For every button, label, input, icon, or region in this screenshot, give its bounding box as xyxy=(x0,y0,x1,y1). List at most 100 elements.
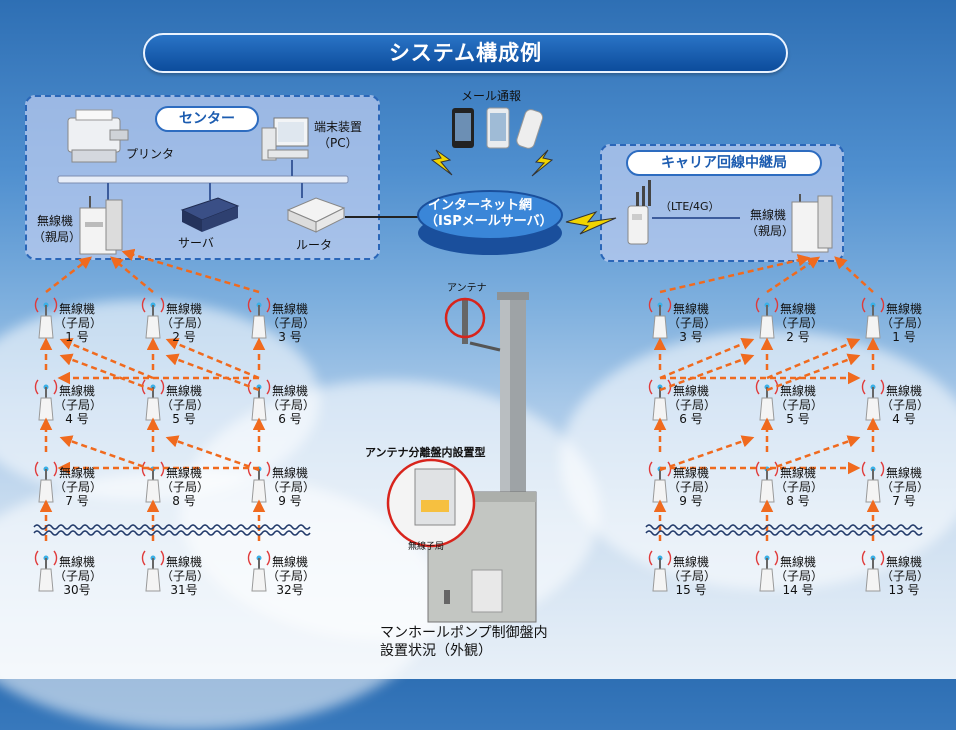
server-label: サーバ xyxy=(178,236,214,250)
unit-label-line2: （子局） xyxy=(881,316,930,330)
unit-number: 4 号 xyxy=(65,412,89,426)
internet-label-line1: インターネット網 xyxy=(428,198,533,213)
unit-label-line2: （子局） xyxy=(668,480,717,494)
lte-label: （LTE/4G） xyxy=(660,200,720,213)
unit-label-line1: 無線機 xyxy=(165,302,202,316)
wavy-separator-right xyxy=(645,524,923,530)
unit-number: 5 号 xyxy=(172,412,196,426)
unit-label-line1: 無線機 xyxy=(58,466,95,480)
unit-label-line2: （子局） xyxy=(54,316,103,330)
unit-number: 13 号 xyxy=(888,583,920,597)
unit-number: 5 号 xyxy=(786,412,810,426)
unit-label-line2: （子局） xyxy=(668,569,717,583)
unit-number: 2 号 xyxy=(172,330,196,344)
unit-label: 無線機（子局）5 号 xyxy=(161,384,209,426)
unit-label-line2: （子局） xyxy=(775,398,824,412)
antenna-label: アンテナ xyxy=(447,283,487,294)
right-unit-icon xyxy=(648,297,672,339)
antenna-highlight-circle xyxy=(444,297,486,339)
unit-label-line1: 無線機 xyxy=(885,555,922,569)
right-unit-icon xyxy=(648,461,672,503)
unit-label-line1: 無線機 xyxy=(779,384,816,398)
unit-number: 1 号 xyxy=(65,330,89,344)
unit-label: 無線機（子局）32号 xyxy=(267,555,316,597)
arrow xyxy=(766,256,821,294)
right-unit-icon xyxy=(755,461,779,503)
unit-number: 7 号 xyxy=(65,494,89,508)
unit-number: 9 号 xyxy=(278,494,302,508)
right-unit-icon xyxy=(861,550,885,592)
unit-label: 無線機（子局）9 号 xyxy=(668,466,717,508)
carrier-master-radio-icon xyxy=(791,194,833,253)
unit-number: 6 号 xyxy=(278,412,302,426)
arrow xyxy=(659,435,755,472)
unit-label-line1: 無線機 xyxy=(885,384,922,398)
arrow xyxy=(165,353,260,392)
wavy-separator-left xyxy=(33,524,311,530)
arrow xyxy=(165,338,260,380)
left-unit-icon xyxy=(34,550,58,592)
unit-label-line2: （子局） xyxy=(668,398,717,412)
unit-label: 無線機（子局）5 号 xyxy=(775,384,824,426)
left-unit-icon xyxy=(141,550,165,592)
unit-label: 無線機（子局）13 号 xyxy=(881,555,929,597)
unit-number: 6 号 xyxy=(679,412,703,426)
arrow xyxy=(165,435,260,472)
router-icon xyxy=(286,197,346,233)
photo-caption-line2: 設置状況（外観） xyxy=(380,643,492,659)
server-icon xyxy=(180,197,240,232)
terminal-label-line1: 端末装置 xyxy=(314,120,363,134)
unit-label-line2: （子局） xyxy=(267,569,316,583)
center-master-radio-icon xyxy=(79,196,123,255)
center-master-label-line2: （親局） xyxy=(33,230,82,244)
arrow xyxy=(766,338,861,380)
unit-label-line1: 無線機 xyxy=(779,555,816,569)
mail-notice-label: メール通報 xyxy=(461,89,522,103)
unit-label-line1: 無線機 xyxy=(672,384,709,398)
unit-label-line1: 無線機 xyxy=(672,466,709,480)
unit-label-line2: （子局） xyxy=(881,480,930,494)
center-master-label-line1: 無線機 xyxy=(37,214,74,228)
unit-label-line1: 無線機 xyxy=(885,466,922,480)
right-unit-icon xyxy=(861,379,885,421)
unit-number: 1 号 xyxy=(892,330,916,344)
unit-label-line1: 無線機 xyxy=(672,555,709,569)
center-title: センター xyxy=(155,106,259,132)
lan-bus xyxy=(57,175,349,184)
unit-label-line1: 無線機 xyxy=(271,466,308,480)
arrow xyxy=(110,256,154,293)
unit-number: 8 号 xyxy=(786,494,810,508)
unit-label-line1: 無線機 xyxy=(165,384,202,398)
unit-number: 14 号 xyxy=(782,583,814,597)
unit-label-line2: （子局） xyxy=(775,569,824,583)
unit-label-line2: （子局） xyxy=(161,316,210,330)
unit-label-line1: 無線機 xyxy=(885,302,922,316)
carrier-master-label-line1: 無線機 xyxy=(750,208,787,222)
flip-phone-icon xyxy=(516,109,544,149)
unit-number: 32号 xyxy=(276,583,304,597)
unit-number: 9 号 xyxy=(679,494,703,508)
unit-label-line2: （子局） xyxy=(161,569,210,583)
unit-label: 無線機（子局）8 号 xyxy=(161,466,209,508)
unit-label-line2: （子局） xyxy=(267,398,316,412)
inset-title: アンテナ分離盤内設置型 xyxy=(365,446,486,459)
arrow xyxy=(834,256,874,293)
pole-icon xyxy=(462,292,529,492)
unit-label: 無線機（子局）31号 xyxy=(161,555,210,597)
smartphone-icon-1 xyxy=(452,108,474,148)
unit-label: 無線機（子局）6 号 xyxy=(267,384,316,426)
left-unit-icon xyxy=(247,550,271,592)
unit-label: 無線機（子局）2 号 xyxy=(775,302,823,344)
unit-label-line1: 無線機 xyxy=(165,466,202,480)
unit-number: 31号 xyxy=(170,583,198,597)
unit-label: 無線機（子局）4 号 xyxy=(881,384,929,426)
arrow xyxy=(59,435,154,472)
arrow xyxy=(121,248,260,294)
arrow xyxy=(766,435,861,472)
left-unit-icon xyxy=(34,379,58,421)
unit-label: 無線機（子局）1 号 xyxy=(881,302,930,344)
terminal-label-line2: （PC） xyxy=(318,136,358,150)
arrow xyxy=(59,353,154,392)
arrow xyxy=(45,256,92,293)
printer-label: プリンタ xyxy=(126,147,175,161)
